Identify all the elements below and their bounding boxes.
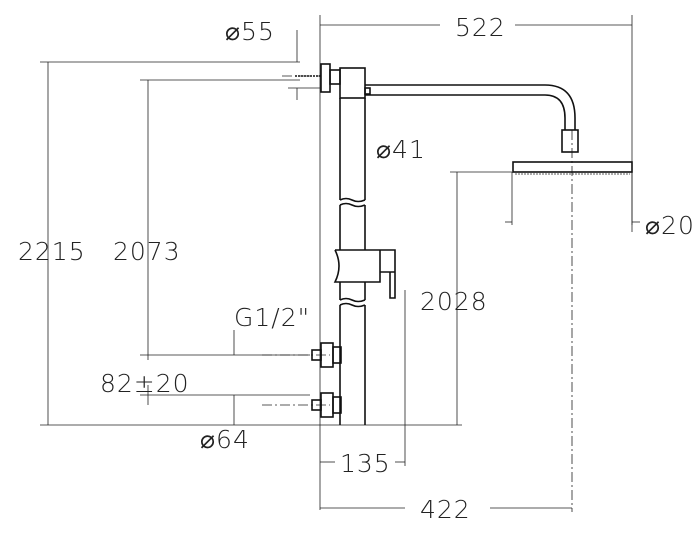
label-head-projection: 422: [420, 495, 471, 524]
label-wall-plug-diameter: ⌀55: [225, 17, 275, 46]
label-flange-diameter: ⌀64: [200, 425, 250, 454]
label-bracket-height: 2073: [113, 237, 181, 266]
label-top-width: 522: [455, 13, 506, 42]
label-inlet-spacing: 82±20: [100, 369, 190, 398]
shower-column: [295, 63, 633, 425]
label-head-diameter: ⌀20: [645, 211, 695, 240]
label-mixer-offset: 135: [340, 449, 391, 478]
label-total-height: 2215: [18, 237, 86, 266]
label-thread: G1/2": [234, 303, 310, 332]
label-head-height: 2028: [420, 287, 488, 316]
dimension-lines: [40, 15, 640, 512]
label-pipe-diameter: ⌀41: [376, 135, 426, 164]
